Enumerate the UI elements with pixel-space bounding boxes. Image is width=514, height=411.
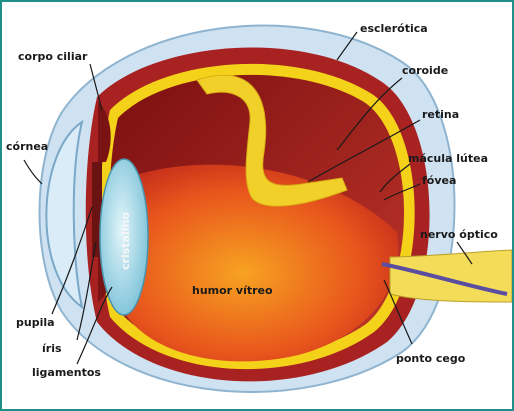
label-corpo-ciliar: corpo ciliar <box>18 50 88 63</box>
label-ponto-cego: ponto cego <box>396 352 466 365</box>
label-nervo-optico: nervo óptico <box>420 228 498 241</box>
label-coroide: coroide <box>402 64 448 77</box>
label-ligamentos: ligamentos <box>32 366 101 379</box>
label-fovea: fóvea <box>422 174 456 187</box>
label-humor-vitreo: humor vítreo <box>192 284 273 297</box>
label-pupila: pupila <box>16 316 55 329</box>
optic-nerve-shape <box>390 250 512 302</box>
label-esclerotica: esclerótica <box>360 22 428 35</box>
label-cornea: córnea <box>6 140 48 153</box>
label-macula-lutea: mácula lútea <box>408 152 488 165</box>
label-cristalino: cristalino <box>119 212 132 270</box>
label-iris: íris <box>42 342 62 355</box>
leader-cornea <box>24 160 42 184</box>
label-retina: retina <box>422 108 459 121</box>
